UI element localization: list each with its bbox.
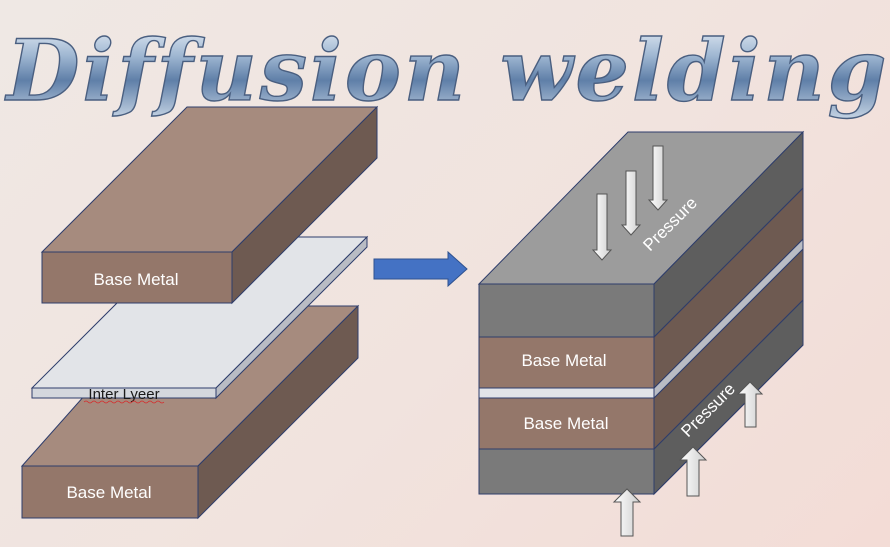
diagram-title: Diffusion welding [5,21,890,120]
down-pressure-arrows [591,145,669,261]
left-bottom-base-metal-label: Base Metal [66,483,151,502]
down-arrow-icon [620,170,642,236]
left-top-base-metal-label: Base Metal [93,270,178,289]
down-arrow-icon [647,145,669,211]
right-upper-base-metal-label: Base Metal [521,351,606,370]
bottom-pressure-platen [478,298,804,496]
process-arrow [373,250,468,288]
up-arrow-icon [612,488,642,537]
right-assembly: Base Metal Base Metal Pressure [477,130,805,537]
left-assembly: Base Metal Inter Lyeer Base Metal [20,105,379,520]
up-arrow-icon [736,381,764,428]
spellcheck-underline [83,400,165,404]
right-lower-base-metal-label: Base Metal [523,414,608,433]
interlayer-label: Inter Lyeer [88,386,159,403]
left-top-base-metal-block: Base Metal [40,105,379,305]
down-arrow-icon [591,193,613,261]
up-pressure-arrows [612,381,764,537]
up-arrow-icon [678,446,708,497]
top-pressure-platen [477,130,805,339]
right-upper-base-metal-block: Base Metal [478,186,804,390]
